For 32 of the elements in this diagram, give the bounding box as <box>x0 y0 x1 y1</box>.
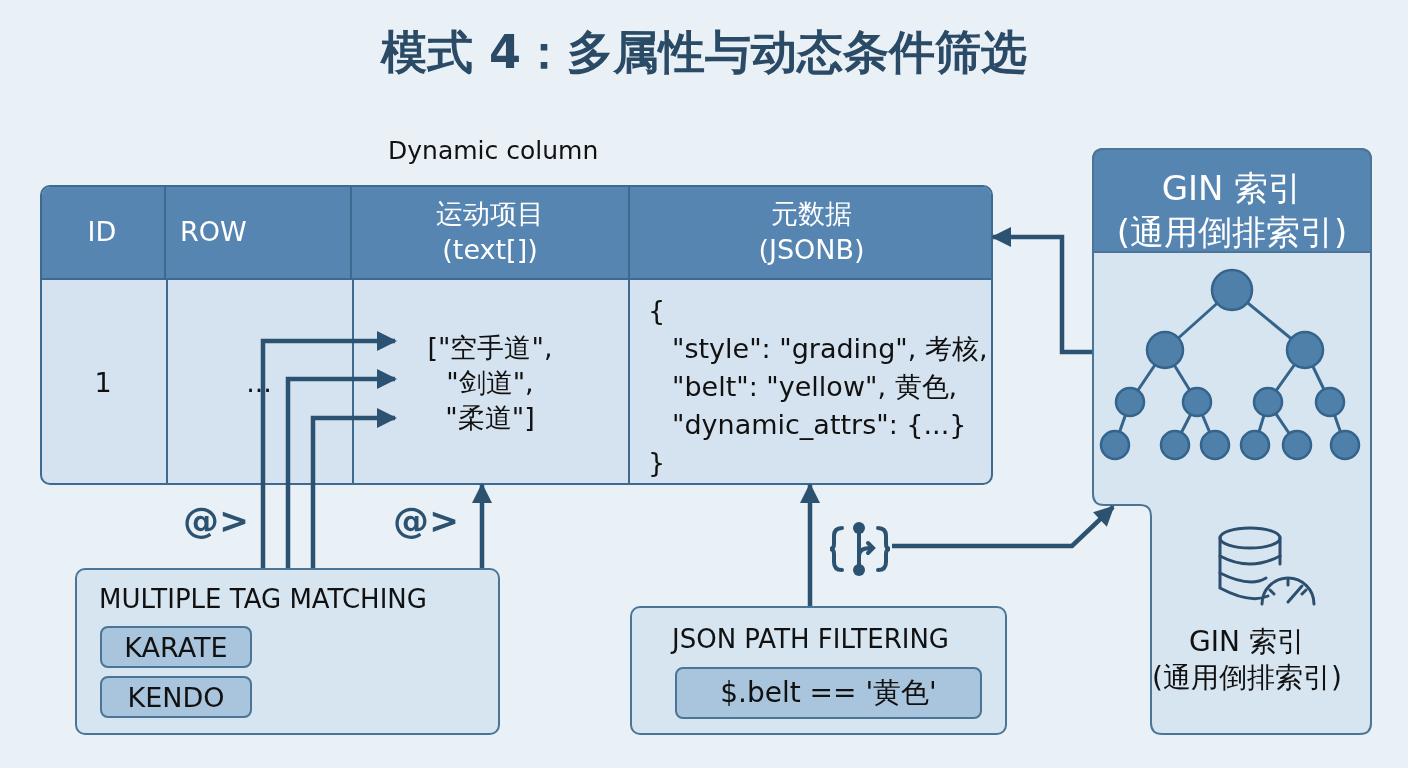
operator-label: @> <box>183 500 250 541</box>
header-cell: 元数据 (JSONB) <box>630 187 991 278</box>
table <box>40 185 993 485</box>
header-cell: ROW <box>166 187 352 278</box>
brace: } <box>648 446 666 480</box>
header-cell: 运动项目 (text[]) <box>352 187 630 278</box>
arrow <box>260 331 397 568</box>
arrow <box>892 505 1115 549</box>
arrow <box>285 369 397 568</box>
arrow <box>310 408 397 568</box>
index-panel <box>1092 148 1372 735</box>
tag-chip: KENDO <box>100 676 252 718</box>
arrow <box>800 483 820 606</box>
brace: { <box>648 294 666 328</box>
arrow <box>472 483 492 568</box>
code-line: "belt": "yellow", 黄色, <box>671 370 958 404</box>
cell-text: ... <box>234 362 284 402</box>
title: 模式 4：多属性与动态条件筛选 <box>379 24 1028 81</box>
expression-box: $.belt == '黄色' <box>675 667 982 719</box>
filter-box <box>630 606 1007 735</box>
box-heading: MULTIPLE TAG MATCHING <box>99 584 427 614</box>
panel-heading: GIN 索引 (通用倒排索引) <box>1115 167 1349 255</box>
index-label: GIN 索引 (通用倒排索引) <box>1151 624 1343 697</box>
filter-box <box>75 568 500 735</box>
operator-label: @> <box>393 500 460 541</box>
box-heading: JSON PATH FILTERING <box>672 624 949 654</box>
header-cell: ID <box>42 187 166 278</box>
code-line: "style": "grading", 考核, <box>671 332 988 366</box>
tag-chip: KARATE <box>100 626 252 668</box>
cell-text: 1 <box>88 362 118 402</box>
column-caption: Dynamic column <box>388 136 599 165</box>
code-line: "dynamic_attrs": {...} <box>671 408 967 442</box>
